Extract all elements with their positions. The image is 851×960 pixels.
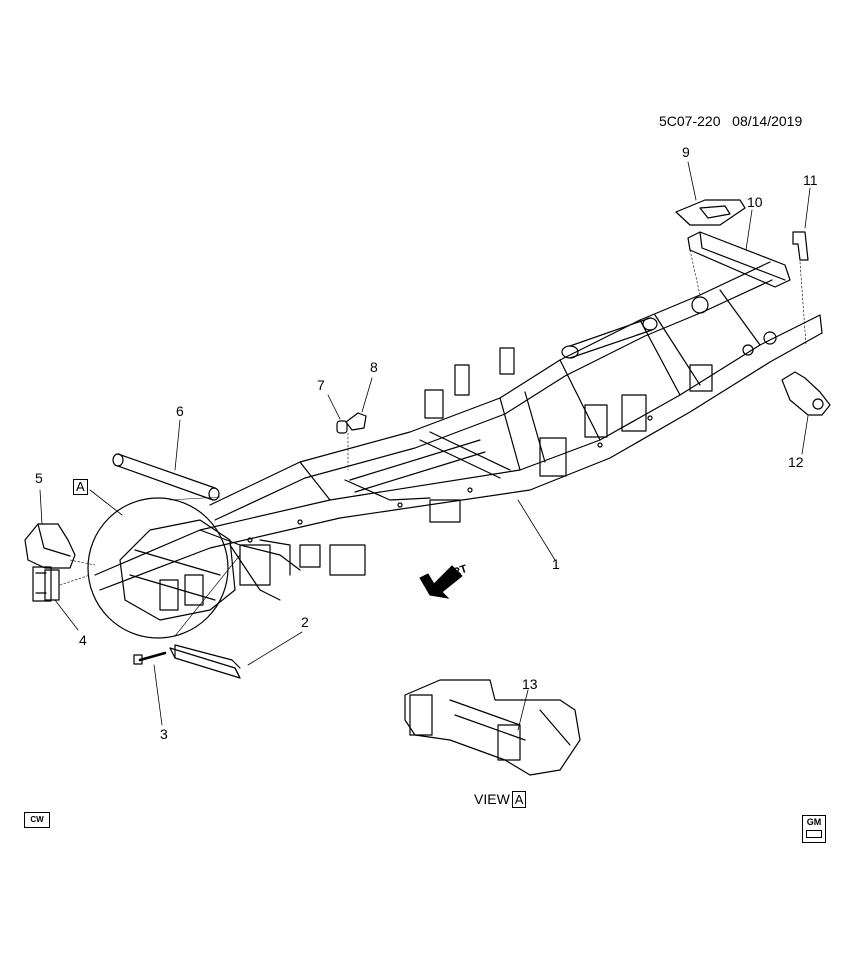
callout-11: 11 — [803, 172, 818, 188]
callout-10: 10 — [747, 194, 763, 210]
callout-8: 8 — [370, 359, 378, 375]
part-5-mount — [24, 489, 96, 569]
callout-2: 2 — [301, 614, 309, 630]
part-9-plate — [675, 161, 746, 226]
view-label-letter: A — [511, 791, 527, 808]
part-11-clip — [792, 187, 811, 346]
callout-9: 9 — [682, 144, 690, 160]
front-arrow-icon — [419, 565, 463, 599]
diagram-code: 5C07-220 08/14/2019 — [659, 113, 802, 129]
diagram-id: 5C07-220 — [659, 113, 721, 129]
gm-logo-text: GM — [806, 817, 822, 827]
gm-logo-icon: GM — [802, 815, 826, 843]
part-3-bolt — [133, 651, 167, 726]
part-7-bushing — [327, 394, 348, 434]
callout-12: 12 — [788, 454, 804, 470]
callout-1: 1 — [552, 556, 560, 572]
part-4-bracket — [32, 566, 91, 631]
callout-7: 7 — [317, 377, 325, 393]
part-6-tube — [112, 419, 220, 501]
view-a-detail — [87, 489, 241, 639]
callout-5: 5 — [35, 470, 43, 486]
part-13-assembly — [404, 679, 581, 776]
part-2-crossmember — [169, 631, 303, 679]
frame-assembly — [94, 261, 823, 601]
gm-logo-bar — [806, 830, 822, 838]
view-label-text: VIEW — [474, 791, 510, 807]
view-a-marker: A — [73, 479, 88, 495]
part-8-clip — [345, 377, 373, 471]
callout-4: 4 — [79, 632, 87, 648]
callout-6: 6 — [176, 403, 184, 419]
callout-3: 3 — [160, 726, 168, 742]
part-10-crossmember — [687, 209, 791, 296]
part-12-bracket — [781, 371, 831, 455]
diagram-date: 08/14/2019 — [732, 113, 803, 129]
cw-badge: CW — [24, 812, 50, 828]
callout-13: 13 — [522, 676, 538, 692]
